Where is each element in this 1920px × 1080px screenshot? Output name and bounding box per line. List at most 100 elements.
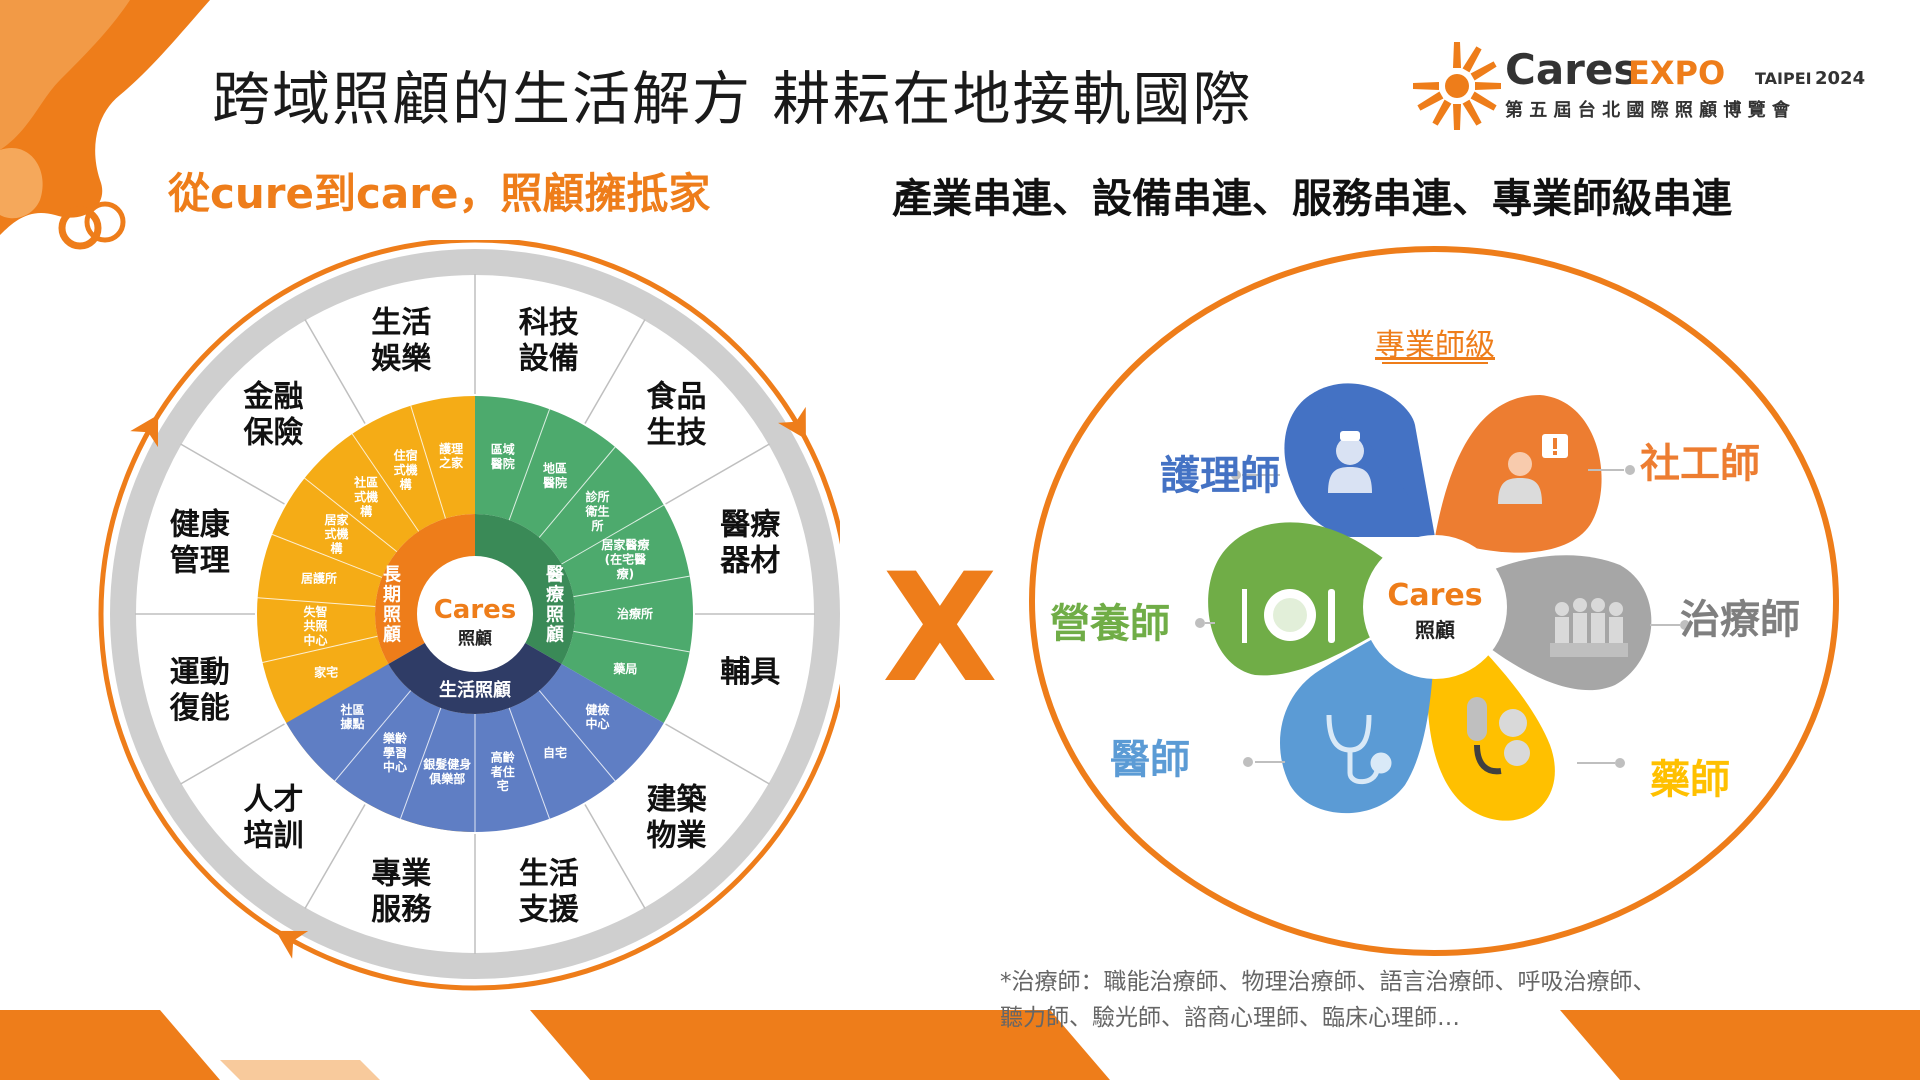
segment-divider (262, 635, 378, 663)
care-wheel-diagram: Cares照顧長期照顧醫療照顧生活照顧家宅失智共照中心居護所居家式機構社區式機構… (98, 240, 840, 991)
nurse-icon (1328, 431, 1372, 493)
bottom-stripe-mid (530, 1010, 1110, 1080)
professions-center (1363, 535, 1507, 679)
ring-segment-medical (475, 396, 693, 723)
professions-outer-ring (1029, 246, 1839, 956)
segment-divider (561, 504, 665, 565)
logo-year: 2024 (1815, 68, 1865, 89)
long-term-item-4: 社區式機構 (353, 475, 378, 519)
profession-label-pharmacist: 藥師 (1650, 757, 1730, 803)
logo-brand: Cares (1505, 45, 1638, 94)
medical-item-2: 診所衛生所 (585, 489, 610, 533)
subtitle-right: 產業串連、設備串連、服務串連、專業師級串連 (892, 176, 1732, 222)
inner-label-long-term: 長期照顧 (383, 564, 402, 645)
segment-divider (508, 707, 551, 820)
segment-divider (334, 690, 412, 782)
long-term-item-5: 住宿式機構 (394, 448, 418, 492)
life-item-5: 社區據點 (339, 702, 364, 731)
stethoscope-icon (1326, 714, 1392, 785)
profession-label-doctor: 醫師 (1110, 737, 1190, 783)
outer-sector-label: 生活支援 (519, 856, 580, 927)
page-title: 跨域照顧的生活解方 耕耘在地接軌國際 (212, 65, 1253, 133)
life-item-1: 自宅 (543, 745, 567, 760)
segment-divider (271, 533, 383, 578)
life-item-0: 健檢中心 (586, 702, 610, 731)
ring-segment-long-term (257, 396, 475, 614)
segment-divider (399, 707, 442, 820)
small-ring (58, 206, 102, 250)
professions-center-sub: 照顧 (1415, 618, 1455, 642)
life-item-2: 高齡者住宅 (490, 749, 515, 793)
segment-divider (538, 690, 616, 782)
bottom-stripe-light (220, 1060, 380, 1080)
life-item-3: 銀髮健身俱樂部 (422, 757, 471, 786)
segment-divider (304, 477, 398, 553)
medicine-icon (1467, 697, 1530, 775)
multiply-label: X (885, 570, 995, 690)
segment-divider (573, 575, 690, 598)
medical-item-1: 地區醫院 (543, 460, 567, 489)
segment-divider (573, 630, 690, 653)
wheel-orange-ring (98, 240, 840, 991)
sector-divider (180, 443, 285, 505)
sector-divider (584, 804, 646, 909)
long-term-item-6: 護理之家 (439, 441, 464, 470)
social-worker-icon (1498, 434, 1568, 504)
small-ring-2 (84, 201, 126, 243)
segment-divider (351, 433, 420, 532)
bottom-stripe-left (0, 1010, 220, 1080)
profession-label-therapist: 治療師 (1680, 597, 1800, 643)
long-term-item-2: 居護所 (301, 571, 337, 586)
sector-divider (584, 319, 646, 424)
plate-cutlery-icon (1242, 589, 1335, 643)
sector-divider (304, 319, 366, 424)
segment-divider (410, 405, 447, 519)
sector-divider (304, 804, 366, 909)
bottom-stripe-right (1560, 1010, 1920, 1080)
outer-sector-label: 生活娛樂 (370, 306, 432, 377)
outer-sector-label: 科技設備 (519, 306, 579, 377)
long-term-item-0: 家宅 (314, 665, 338, 680)
profession-label-nurse: 護理師 (1160, 453, 1280, 499)
logo-city: TAIPEI (1755, 69, 1812, 88)
logo-expo: EXPO (1628, 54, 1725, 92)
medical-item-5: 藥局 (612, 661, 637, 676)
cares-expo-logo: Cares EXPO TAIPEI 2024 第 五 屆 台 北 國 際 照 顧… (1413, 42, 1865, 130)
segment-divider (508, 408, 551, 521)
outer-sector-label: 人才培訓 (243, 783, 303, 854)
therapist-group-icon (1550, 598, 1628, 657)
medical-item-3: 居家醫療(在宅醫療) (601, 537, 649, 581)
professions-diagram: 專業師級 Cares 照顧 (1029, 246, 1839, 956)
logo-chinese-name: 第 五 屆 台 北 國 際 照 顧 博 覽 會 (1505, 99, 1791, 121)
wheel-arrow-bottom-left-icon (275, 930, 309, 959)
outer-sector-label: 金融保險 (242, 379, 303, 450)
top-left-small-blob (0, 148, 43, 219)
segment-divider (538, 446, 616, 538)
footnote-line-2: 聽力師、驗光師、諮商心理師、臨床心理師… (1000, 1005, 1460, 1031)
subtitle-left: 從cure到care，照顧擁抵家 (168, 169, 711, 218)
sun-burst-icon (1413, 42, 1501, 130)
outer-sector-label: 食品生技 (647, 379, 707, 450)
wheel-arrow-top-right-icon (778, 406, 806, 440)
life-item-4: 樂齡學習中心 (382, 730, 407, 774)
wheel-center-brand: Cares (434, 595, 517, 625)
footnote-line-1: *治療師：職能治療師、物理治療師、語言治療師、呼吸治療師、 (1000, 969, 1656, 995)
outer-sector-label: 運動復能 (169, 655, 230, 726)
wheel-center (417, 556, 533, 672)
profession-label-dietitian: 營養師 (1050, 601, 1170, 647)
wheel-arrow-left-icon (130, 414, 159, 448)
sector-divider (180, 723, 285, 785)
wheel-center-sub: 照顧 (458, 628, 492, 649)
outer-sector-label: 建築物業 (647, 783, 708, 854)
petal-dietitian (1208, 522, 1435, 676)
inner-label-medical: 醫療照顧 (546, 564, 565, 645)
top-left-light-blob (0, 0, 130, 150)
outer-sector-label: 輔具 (720, 655, 780, 690)
outer-sector-label: 醫療器材 (719, 507, 780, 578)
professions-center-brand: Cares (1387, 578, 1482, 613)
inner-label-life: 生活照顧 (439, 679, 511, 701)
medical-item-0: 區域醫院 (491, 441, 515, 470)
sector-divider (665, 723, 770, 785)
medical-item-4: 治療所 (617, 606, 653, 621)
